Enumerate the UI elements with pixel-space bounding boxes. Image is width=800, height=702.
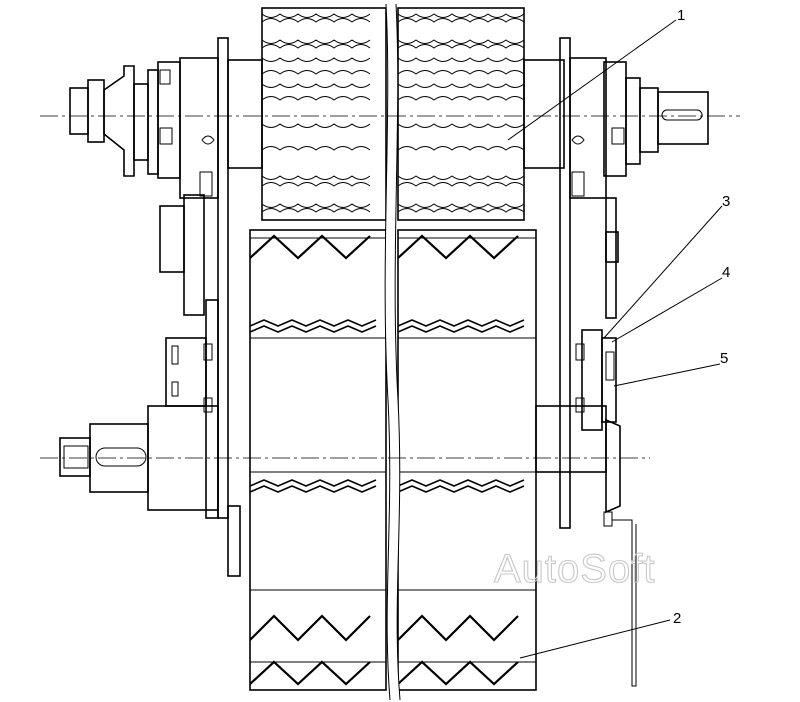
roller-rib — [397, 203, 525, 208]
roller-rib — [261, 182, 371, 187]
roller-rib — [261, 175, 371, 180]
roller-rib — [397, 39, 525, 44]
drum-band — [249, 479, 377, 487]
upper-roller — [261, 7, 525, 221]
drum-band — [397, 614, 519, 642]
callout-2: 2 — [673, 610, 681, 627]
roller-rib — [397, 70, 525, 75]
right-side-frame — [559, 37, 619, 529]
drum-band — [397, 485, 525, 493]
roller-rib — [397, 146, 525, 151]
roller-rib — [261, 96, 371, 101]
roller-rib — [261, 203, 371, 208]
roller-rib — [261, 18, 371, 23]
drum-band — [249, 325, 377, 333]
drum-band — [397, 319, 525, 327]
roller-rib — [397, 13, 525, 18]
roller-rib — [397, 18, 525, 23]
roller-rib — [261, 44, 371, 49]
roller-rib — [261, 83, 371, 88]
left-side-frame — [159, 37, 241, 577]
roller-rib — [397, 44, 525, 49]
drum-band — [249, 234, 371, 260]
lower-shaft — [59, 405, 637, 687]
roller-rib — [261, 39, 371, 44]
drum-band — [397, 325, 525, 333]
drum-band — [249, 485, 377, 493]
lower-drum — [249, 229, 537, 691]
roller-rib — [261, 57, 371, 62]
watermark-logo: AutoSoft — [494, 547, 655, 591]
callout-1: 1 — [677, 7, 685, 24]
roller-rib — [261, 13, 371, 18]
roller-rib — [261, 123, 371, 128]
roller-rib — [397, 83, 525, 88]
upper-shaft — [69, 59, 709, 179]
drum-band — [249, 660, 371, 686]
roller-rib — [397, 208, 525, 213]
roller-rib — [397, 57, 525, 62]
roller-rib — [261, 146, 371, 151]
leader-lines — [507, 19, 723, 659]
roller-rib — [397, 175, 525, 180]
roller-rib — [397, 123, 525, 128]
drum-band — [397, 234, 519, 260]
roller-rib — [397, 96, 525, 101]
callout-5: 5 — [720, 350, 728, 367]
drum-band — [397, 479, 525, 487]
drum-band — [249, 319, 377, 327]
drum-band — [249, 614, 371, 642]
roller-rib — [261, 208, 371, 213]
roller-rib — [397, 182, 525, 187]
callout-3: 3 — [722, 193, 730, 210]
roller-rib — [261, 70, 371, 75]
break-line — [384, 3, 401, 701]
drum-band — [397, 660, 519, 686]
callout-4: 4 — [722, 264, 730, 281]
